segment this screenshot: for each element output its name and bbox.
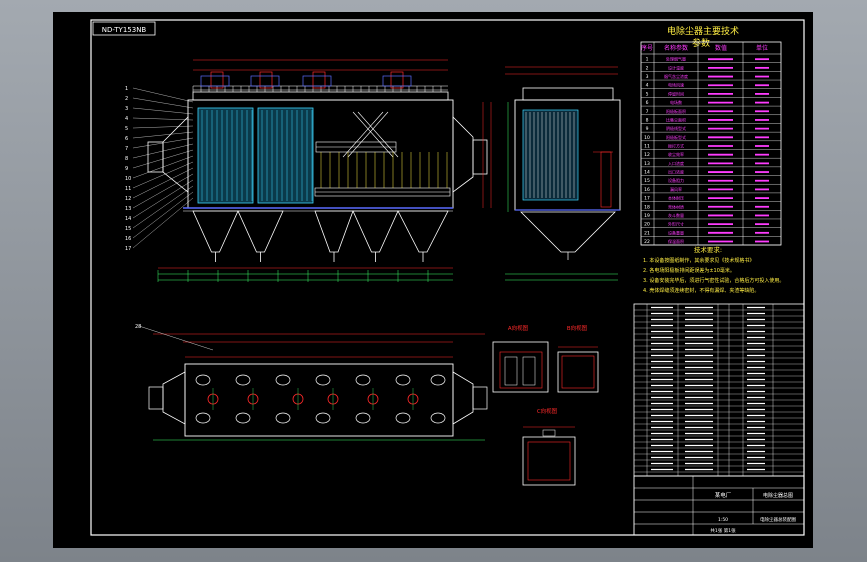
tech-row-number: 7 [646,109,649,115]
tech-row-name: 停留时间 [668,90,684,96]
sheet-border [90,19,805,536]
hopper [314,210,354,253]
leader-label: 11 [125,186,131,192]
tech-row-number: 2 [646,65,649,71]
tech-row-number: 4 [646,83,649,89]
tech-row-number: 13 [644,161,650,167]
leader-label: 16 [125,236,131,242]
leader-label: 13 [125,206,131,212]
tech-row-number: 19 [644,213,650,219]
plan-view: 28 [135,324,488,441]
hopper [237,210,284,253]
tech-row-name: 设备阻力 [668,177,684,183]
tech-row-name: 设备重量 [668,229,684,235]
tech-row-name: 壳体材质 [668,203,684,209]
leader-label: 8 [125,156,128,162]
tech-row-number: 21 [644,230,650,236]
tech-row-name: 电场风速 [668,82,684,88]
tech-row-name: 电场数 [670,99,682,105]
tech-row-number: 22 [644,239,650,245]
leader-label: 4 [125,116,128,122]
leader-label: 1 [125,86,128,92]
plan-label: 28 [135,324,141,330]
tech-row-name: 灰斗数量 [668,212,684,218]
leader-label: 3 [125,106,128,112]
title-company: 某电厂 [715,491,732,499]
title-sheet: 共1张 第1张 [710,527,736,534]
parts-list [633,303,805,477]
tech-row-number: 16 [644,187,650,193]
tech-row-name: 出口浓度 [668,169,684,175]
title-drawing-name: 电除尘器总图 [763,492,793,499]
tech-row-name: 漏风率 [670,186,682,192]
drawing-sheet[interactable]: ND-TY153NB [53,12,813,548]
tech-header-name: 名称参数 [664,44,688,52]
leader-label: 10 [125,176,131,182]
electrostatic-precipitator-drawing: ND-TY153NB [90,19,805,536]
leader-label: 2 [125,96,128,102]
detail-c-label: C向视图 [537,407,558,415]
leader-label: 12 [125,196,131,202]
stamp-text: ND-TY153NB [102,26,147,34]
tech-row-name: 保温面积 [668,238,684,244]
leader-label: 7 [125,146,128,152]
note-line: 2. 各电场阳极板排间距误差为±10毫米。 [643,267,735,274]
tech-row-number: 10 [644,135,650,141]
tech-row-name: 阳极板面积 [666,108,686,114]
tech-row-number: 11 [644,144,650,150]
side-elevation [505,66,621,281]
leader-label: 6 [125,136,128,142]
tech-row-name: 振打方式 [668,143,684,149]
tech-row-number: 12 [644,152,650,158]
tech-title: 电除尘器主要技术 [667,25,739,37]
tech-row-name: 入口浓度 [668,160,684,166]
title-scale: 1:50 [718,517,728,523]
tech-row-name: 处理烟气量 [666,56,686,62]
tech-row-name: 比集尘面积 [666,116,686,122]
tech-row-number: 15 [644,178,650,184]
stamp-box [92,21,156,36]
hopper [397,210,449,253]
leader-label: 14 [125,216,131,222]
leader-label: 17 [125,246,131,252]
note-line: 4. 壳体焊缝须连续密封，不得有漏焊、夹渣等缺陷。 [643,287,759,294]
tech-row-name: 烟气含尘浓度 [664,73,688,79]
leader-label: 5 [125,126,128,132]
tech-row-number: 1 [646,57,649,63]
notes-title: 技术要求: [694,245,722,254]
tech-header-value: 数值 [715,44,727,52]
title-block: 某电厂 电除尘器总图 电除尘器总装配图 1:50 共1张 第1张 [633,475,805,536]
title-sub-name: 电除尘器总装配图 [760,516,796,523]
tech-row-number: 3 [646,74,649,80]
tech-row-name: 设计温度 [668,64,684,70]
tech-row-number: 5 [646,91,649,97]
tech-row-number: 6 [646,100,649,106]
leader-label: 9 [125,166,128,172]
tech-row-name: 阳极板型式 [666,134,686,140]
detail-b-label: B向视图 [567,324,588,332]
tech-header-unit: 单位 [756,44,768,52]
tech-row-number: 20 [644,222,650,228]
tech-row-number: 8 [646,117,649,123]
tech-row-number: 9 [646,126,649,132]
detail-a-label: A向视图 [508,324,529,332]
note-line: 3. 设备安装完毕后，须进行气密性试验，合格后方可投入使用。 [643,277,784,284]
tech-row-name: 阴极线型式 [666,125,686,131]
technical-parameters-table: 电除尘器主要技术 参数 序号 名称参数 数值 单位 1 处理烟气量 2 设计温度 3 烟气… [640,25,784,294]
tech-row-number: 14 [644,170,650,176]
leader-label: 15 [125,226,131,232]
tech-row-number: 18 [644,204,650,210]
tech-row-number: 17 [644,196,650,202]
tech-row-name: 外形尺寸 [668,221,684,227]
note-line: 1. 本设备按图纸制作，其余要求见《技术规格书》 [643,257,754,264]
detail-views: A向视图 B向视图 C向视图 [492,324,599,486]
tech-header-no: 序号 [641,44,653,52]
tech-row-name: 本体耐压 [668,195,684,201]
hopper [352,210,399,253]
tech-subtitle: 参数 [692,37,710,49]
hopper [192,210,239,253]
tech-row-name: 收尘效率 [668,151,684,157]
